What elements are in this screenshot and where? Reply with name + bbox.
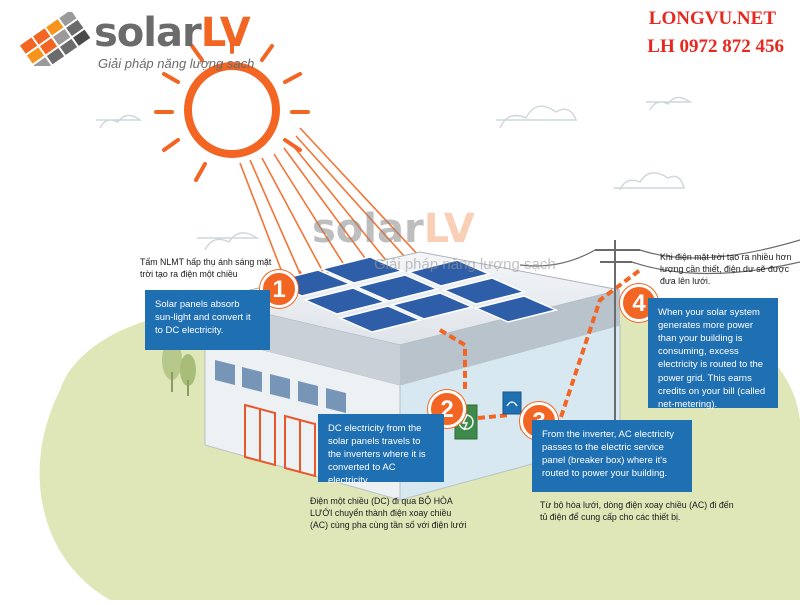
step-4-callout: When your solar system generates more po… (648, 298, 778, 410)
logo-icon (19, 12, 90, 66)
watermark-name: solar (312, 206, 424, 252)
hotline-text[interactable]: LH 0972 872 456 (647, 36, 784, 57)
step-3-note: Từ bộ hòa lưới, dòng điện xoay chiều (AC… (540, 500, 734, 522)
step-1-note: Tấm NLMT hấp thụ ánh sáng mặt trời tạo r… (140, 257, 272, 279)
power-pole-icon (519, 239, 800, 420)
step-2-callout: DC electricity from the solar panels tra… (318, 414, 444, 486)
step-3-callout: From the inverter, AC electricity passes… (532, 420, 692, 492)
building-icon (204, 251, 642, 501)
logo-text: solarLV (94, 10, 251, 56)
watermark-logo: solarLV (312, 206, 475, 252)
breaker-box-icon (502, 391, 522, 415)
website-text[interactable]: LONGVU.NET (648, 8, 776, 29)
cloud-icon (96, 96, 693, 251)
watermark-tagline: Giải pháp năng lượng sạch (374, 256, 556, 273)
step-2-note: Điện một chiều (DC) đi qua BỘ HÒA LƯỚI c… (310, 496, 467, 530)
watermark-suffix: LV (423, 206, 475, 252)
logo-tagline: Giải pháp năng lượng sạch (98, 56, 255, 71)
logo-name: solar (94, 10, 202, 56)
step-1-callout: Solar panels absorb sun-light and conver… (145, 290, 270, 350)
step-4-note: Khi điện mặt trời tạo ra nhiều hơn lượng… (660, 252, 792, 286)
logo-suffix: LV (200, 10, 251, 56)
